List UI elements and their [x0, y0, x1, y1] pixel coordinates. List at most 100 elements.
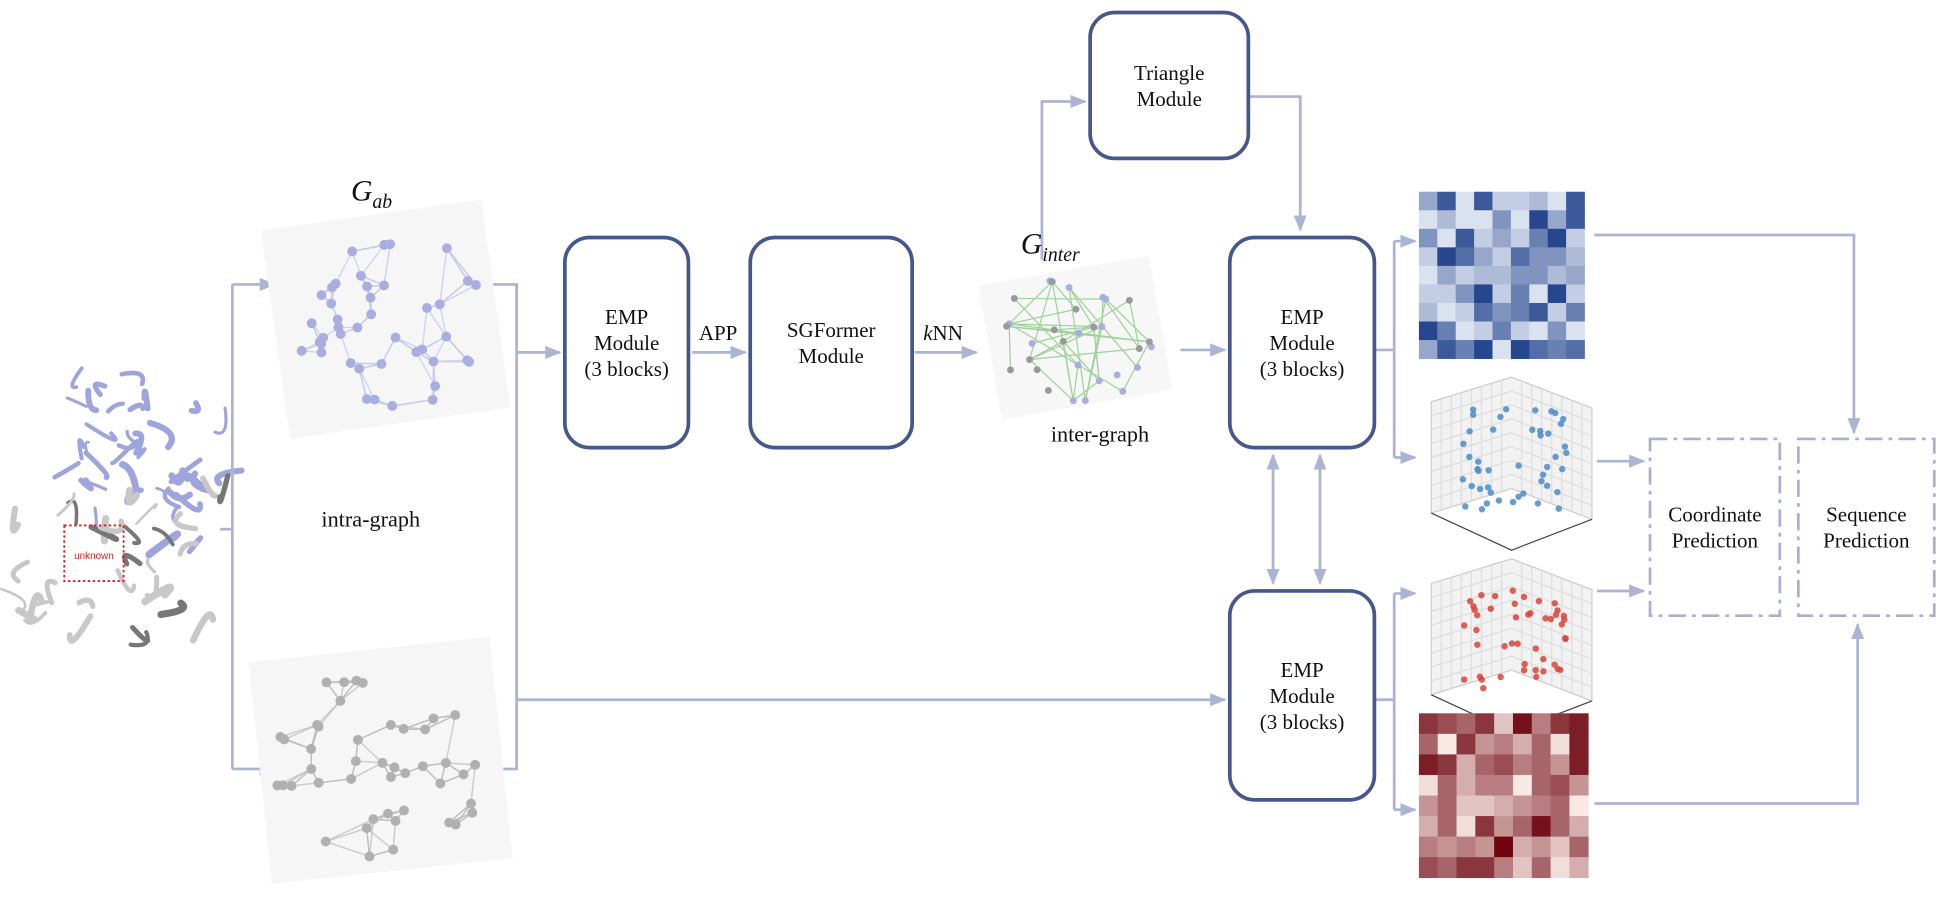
scatter-point	[1478, 591, 1485, 599]
scatter-point	[1560, 415, 1567, 423]
graph-node	[441, 243, 452, 254]
scatter-point	[1561, 443, 1569, 450]
scatter-point	[1489, 426, 1497, 433]
scatter-point	[1558, 621, 1566, 628]
heatmap-cell	[1474, 284, 1493, 304]
graph-node	[434, 299, 445, 310]
scatter-point	[1491, 592, 1499, 600]
scatter-point	[1497, 413, 1504, 421]
scatter-point	[1483, 500, 1491, 507]
graph-node	[1007, 366, 1014, 374]
graph-edge	[470, 764, 476, 804]
heatmap-cell	[1455, 321, 1475, 341]
scatter-point	[1542, 615, 1549, 622]
graph-node	[1125, 296, 1133, 304]
graph-node	[333, 322, 344, 333]
inter-edge	[1068, 287, 1095, 328]
sequence-prediction-box-label-line: Prediction	[1823, 529, 1910, 553]
scatter-point	[1501, 643, 1508, 650]
graph-edge	[280, 724, 318, 738]
graph-node	[316, 347, 327, 358]
scatter-point	[1520, 667, 1528, 674]
graph-node	[346, 773, 357, 784]
scatter-point	[1471, 606, 1478, 613]
scatter-point	[1460, 440, 1467, 447]
graph-node	[1095, 377, 1103, 385]
heatmap-cell	[1531, 857, 1551, 879]
graph-node	[399, 805, 409, 816]
heatmap-cell	[1512, 733, 1533, 755]
graph-node	[390, 332, 401, 343]
heatmap-cell	[1550, 713, 1570, 735]
heatmap-cell	[1492, 191, 1512, 211]
coordinate-prediction-box-label-line: Coordinate	[1668, 503, 1761, 527]
heatmap-cell	[1418, 774, 1439, 796]
graph-node	[306, 764, 317, 774]
heatmap-cell	[1529, 302, 1549, 322]
unknown-region-box	[63, 524, 125, 582]
heatmap-cell	[1510, 302, 1530, 322]
heatmap-cell	[1437, 302, 1457, 322]
inter-edge	[1068, 287, 1086, 401]
graph-node	[1074, 361, 1082, 369]
scatter-point	[1539, 471, 1547, 478]
heatmap-cell	[1418, 302, 1438, 322]
heatmap-cell	[1529, 265, 1549, 285]
graph-node	[430, 381, 441, 391]
graph-node	[286, 780, 297, 791]
heatmap-cell	[1529, 321, 1549, 341]
heatmap-cell	[1531, 836, 1551, 858]
scatter-point	[1485, 467, 1492, 474]
graph-node	[316, 290, 327, 301]
graph-node	[354, 363, 365, 374]
inter-edge	[1054, 326, 1094, 331]
graph-node	[362, 281, 373, 292]
heatmap-cell	[1418, 321, 1438, 341]
graph-node	[398, 723, 409, 734]
graph-node	[1113, 371, 1121, 379]
graph-edge	[325, 840, 370, 858]
heatmap-cell	[1475, 795, 1495, 817]
app-label: APP	[699, 321, 738, 345]
heatmap-cell	[1456, 713, 1476, 735]
graph-node	[313, 777, 324, 788]
graph-node	[470, 759, 481, 770]
heatmap-cell	[1531, 816, 1551, 837]
graph-node	[312, 719, 323, 730]
heatmap-cell	[1529, 191, 1549, 211]
heatmap-cell	[1494, 836, 1514, 858]
heatmap-cell	[1531, 754, 1551, 776]
graph-node	[462, 275, 473, 286]
graph-node	[428, 356, 439, 367]
graph-node	[427, 394, 438, 405]
graph-edge	[392, 399, 433, 407]
graph-node	[464, 356, 475, 367]
scatter-point	[1552, 453, 1559, 461]
scatter-point	[1557, 666, 1564, 674]
heatmap-cell	[1529, 228, 1549, 248]
heatmap-cell	[1510, 247, 1530, 267]
graph-node	[368, 814, 379, 825]
heatmap-cell	[1547, 228, 1567, 248]
scatter-point	[1527, 609, 1534, 617]
graph-edge	[357, 724, 392, 741]
heatmap-cell	[1510, 321, 1530, 341]
unknown-label: unknown	[74, 551, 114, 562]
graph-node	[350, 756, 361, 767]
heatmap-cell	[1550, 795, 1570, 817]
heatmap-cell	[1455, 302, 1475, 322]
scatter-point	[1551, 661, 1558, 668]
heatmap-cell	[1418, 733, 1439, 755]
heatmap-cell	[1437, 836, 1457, 858]
scatter-point	[1502, 406, 1510, 413]
graph-edge	[403, 717, 434, 730]
graph-node	[330, 278, 341, 289]
graph-node	[400, 768, 411, 779]
g-inter-label: Ginter	[1021, 229, 1080, 266]
inter-edge	[1013, 297, 1079, 366]
scatter-point	[1473, 626, 1480, 634]
heatmap-cell	[1547, 265, 1567, 285]
